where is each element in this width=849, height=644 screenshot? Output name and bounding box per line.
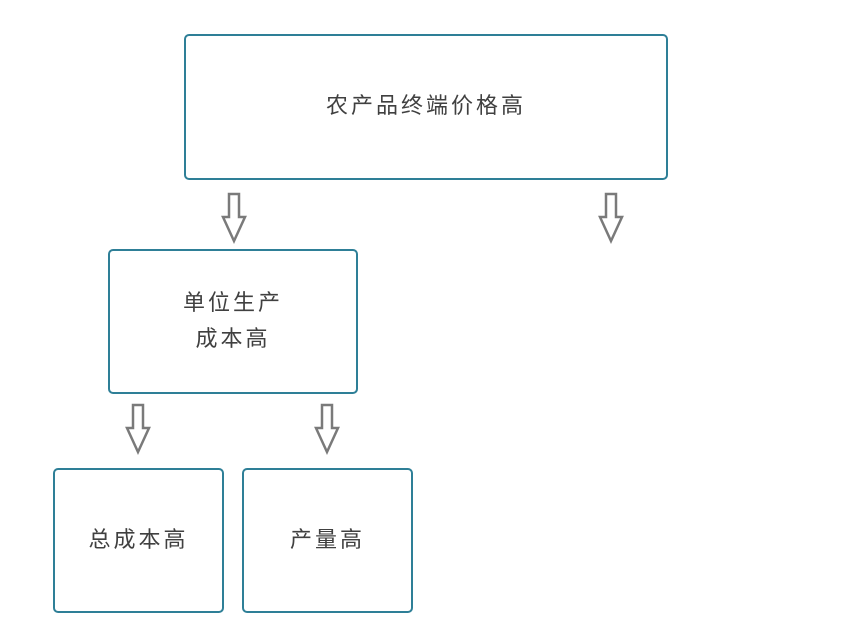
node-terminal-price-high: 农产品终端价格高	[184, 34, 668, 180]
down-arrow-icon	[221, 192, 247, 244]
down-arrow-icon	[314, 403, 340, 455]
down-arrow-icon	[125, 403, 151, 455]
node-unit-production-cost-high: 单位生产 成本高	[108, 249, 358, 394]
node-yield-high: 产量高	[242, 468, 413, 613]
down-arrow-icon	[598, 192, 624, 244]
node-total-cost-high: 总成本高	[53, 468, 224, 613]
